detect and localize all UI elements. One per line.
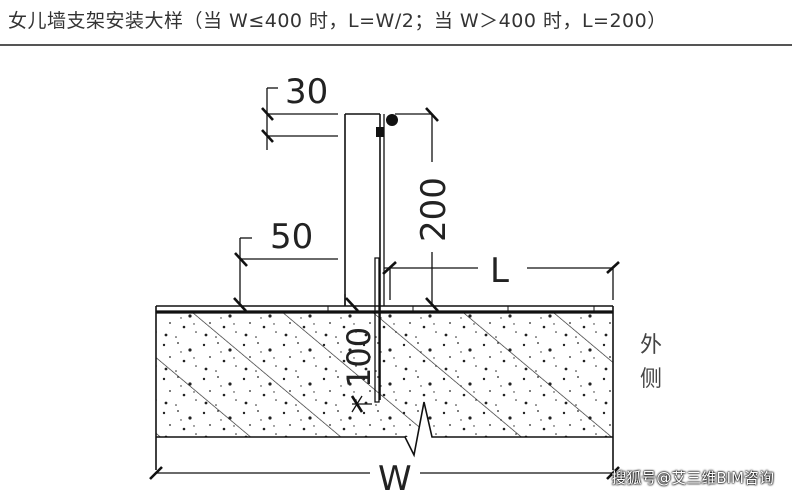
- svg-text:侧: 侧: [640, 367, 662, 392]
- drawing-title: 女儿墙支架安装大样（当 W≤400 时，L=W/2；当 W＞400 时，L=20…: [8, 10, 667, 32]
- dimension-100: 100: [340, 327, 378, 413]
- roof-membrane: [156, 305, 613, 314]
- dimension-200: 200: [395, 107, 454, 306]
- anchor-bar: [374, 257, 380, 403]
- svg-text:100: 100: [340, 327, 378, 388]
- dimension-50: 50: [233, 217, 359, 312]
- svg-text:外: 外: [640, 333, 662, 358]
- watermark: 搜狐号@艾三维BIM咨询: [611, 469, 774, 487]
- svg-text:W: W: [378, 459, 412, 499]
- exterior-side-label: 外 侧: [640, 333, 662, 392]
- dimension-30: 30: [261, 72, 338, 150]
- svg-text:L: L: [490, 251, 509, 291]
- dimension-L: L: [382, 251, 620, 312]
- concrete-slab: [155, 306, 614, 470]
- clamp-icon: [386, 114, 398, 126]
- svg-text:30: 30: [285, 72, 328, 112]
- title-divider: [0, 44, 792, 46]
- break-line: [156, 401, 613, 458]
- parapet-panel: [344, 113, 398, 403]
- dimension-W: W: [149, 459, 620, 499]
- svg-text:200: 200: [414, 177, 454, 242]
- svg-text:50: 50: [270, 217, 313, 257]
